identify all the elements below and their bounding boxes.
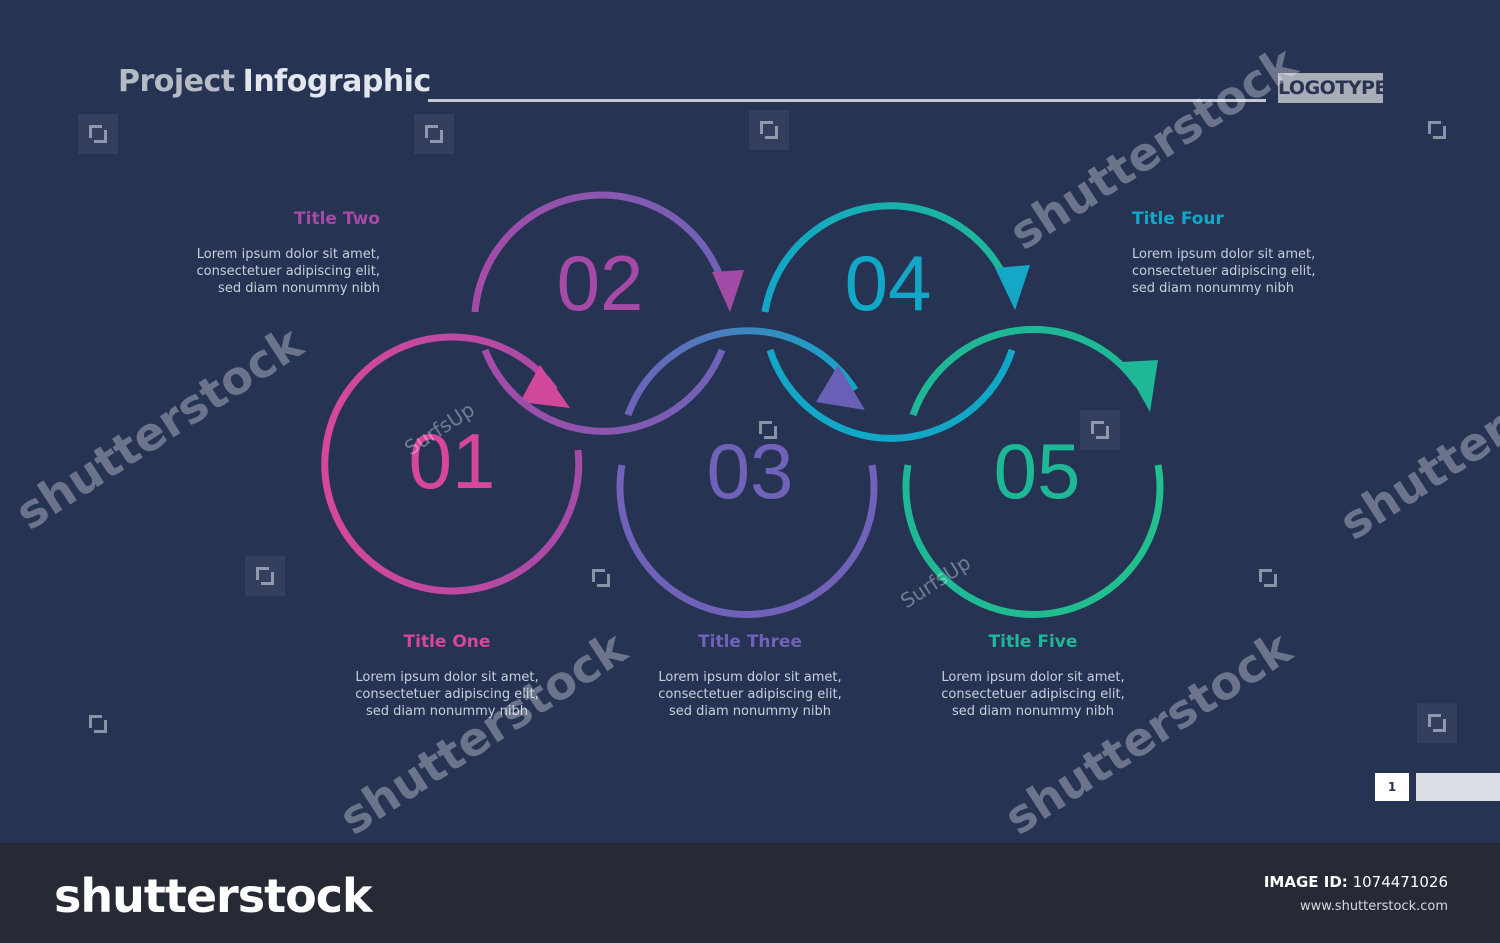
image-id-value: 1074471026 (1352, 873, 1448, 891)
step-03-line-3: sed diam nonummy nibh (669, 704, 831, 719)
step-04-line-1: Lorem ipsum dolor sit amet, (1132, 247, 1316, 262)
footer-url: www.shutterstock.com (1299, 899, 1448, 914)
step-03-upper-arc (624, 327, 858, 417)
watermark-mark-icon (1248, 558, 1288, 598)
step-05-line-3: sed diam nonummy nibh (952, 704, 1114, 719)
step-05-number: 05 (994, 427, 1081, 515)
image-id-label: IMAGE ID: (1263, 873, 1348, 891)
step-03-line-1: Lorem ipsum dolor sit amet, (658, 670, 842, 685)
watermark-mark-icon (1417, 703, 1457, 743)
header-rule (428, 99, 1266, 102)
step-04-line-2: consectetuer adipiscing elit, (1132, 264, 1316, 279)
step-04-number: 04 (845, 239, 932, 327)
watermark-mark-icon (414, 114, 454, 154)
step-05-ring (902, 464, 1164, 618)
step-04-upper-arc (761, 202, 1012, 313)
title-word-infographic: Infographic (242, 64, 432, 99)
watermark-mark-icon (78, 704, 118, 744)
step-03-description: Lorem ipsum dolor sit amet, consectetuer… (640, 669, 860, 720)
step-03-line-2: consectetuer adipiscing elit, (658, 687, 842, 702)
footer-bar: shutterstock IMAGE ID: 1074471026 www.sh… (0, 843, 1500, 943)
circular-process-diagram: 01 02 03 04 05 (321, 191, 1164, 618)
watermark-mark-icon (748, 410, 788, 450)
step-05-line-2: consectetuer adipiscing elit, (941, 687, 1125, 702)
watermark-mark-icon (78, 114, 118, 154)
step-01-arrowhead (520, 365, 570, 408)
page-number: 1 (1375, 773, 1409, 801)
step-02-line-3: sed diam nonummy nibh (218, 281, 380, 296)
step-02-line-1: Lorem ipsum dolor sit amet, (196, 247, 380, 262)
footer-logo: shutterstock (54, 869, 373, 923)
step-04-title: Title Four (1132, 209, 1224, 229)
step-05-line-1: Lorem ipsum dolor sit amet, (941, 670, 1125, 685)
step-05-arrowhead (1122, 360, 1158, 412)
watermark-mark-icon (581, 558, 621, 598)
step-01-title: Title One (403, 632, 491, 652)
step-01-line-2: consectetuer adipiscing elit, (355, 687, 539, 702)
step-01-description: Lorem ipsum dolor sit amet, consectetuer… (337, 669, 557, 720)
watermark-mark-icon (1417, 110, 1457, 150)
step-02-title: Title Two (294, 209, 380, 229)
step-05-description: Lorem ipsum dolor sit amet, consectetuer… (923, 669, 1143, 720)
step-04-line-3: sed diam nonummy nibh (1132, 281, 1294, 296)
watermark-mark-icon (1080, 410, 1120, 450)
step-04-arrowhead (995, 265, 1030, 310)
step-02-upper-arc (471, 191, 729, 313)
step-05-upper-arc (909, 326, 1141, 417)
step-02-arrowhead (712, 270, 744, 312)
step-01-ring (321, 333, 583, 595)
step-01-line-1: Lorem ipsum dolor sit amet, (355, 670, 539, 685)
step-03-arrowhead (816, 365, 865, 410)
step-03-title: Title Three (698, 632, 802, 652)
watermark-mark-icon (245, 556, 285, 596)
step-01-number: 01 (409, 417, 496, 505)
step-02-line-2: consectetuer adipiscing elit, (196, 264, 380, 279)
step-04-description: Lorem ipsum dolor sit amet, consectetuer… (1132, 246, 1315, 297)
step-01-line-3: sed diam nonummy nibh (366, 704, 528, 719)
image-id: IMAGE ID: 1074471026 (1264, 873, 1448, 891)
watermark-mark-icon (749, 110, 789, 150)
title-word-project: Project (118, 64, 235, 99)
logotype-badge: LOGOTYPE (1278, 73, 1387, 103)
step-04-lower-arc (766, 348, 1016, 442)
step-03-ring (616, 464, 878, 618)
step-02-number: 02 (557, 239, 644, 327)
step-02-description: Lorem ipsum dolor sit amet, consectetuer… (197, 246, 380, 297)
step-03-number: 03 (707, 427, 794, 515)
step-02-lower-arc (481, 348, 726, 435)
step-05-title: Title Five (988, 632, 1078, 652)
page-bar (1416, 773, 1500, 801)
